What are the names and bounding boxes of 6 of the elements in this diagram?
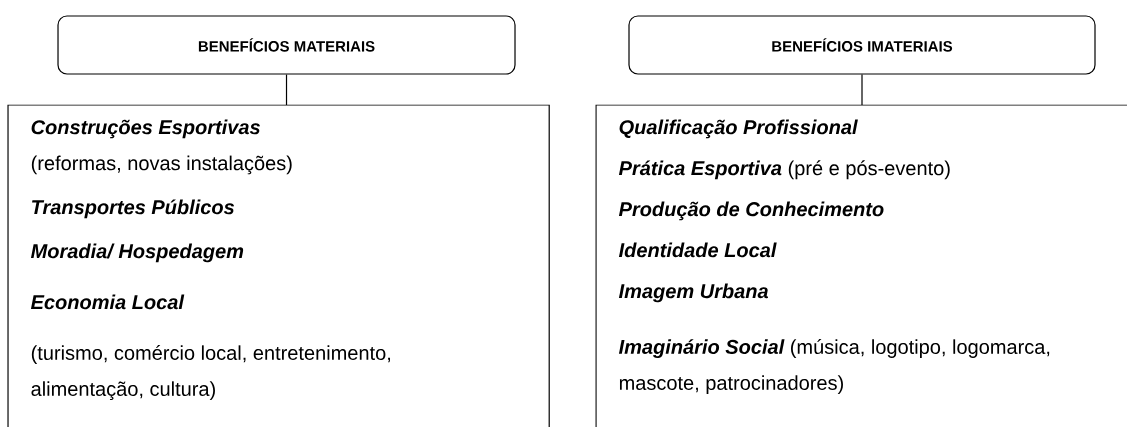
heading-box: BENEFÍCIOS IMATERIAIS (628, 15, 1096, 75)
connector-line (861, 74, 863, 106)
connector-line (285, 74, 288, 106)
heading-box: BENEFÍCIOS MATERIAIS (57, 15, 516, 75)
content-box: Qualificação Profissional Prática Esportiva (pré e pós-evento) Produção de Conhecimento Identidade Local Imagem Urbana Imaginário Social (música, logotipo, logomarca, mascote, patrocinadores) (595, 104, 1127, 427)
content-box: Construções Esportivas (reformas, novas instalações) Transportes Públicos Moradia/ Hospedagem Economia Local (turismo, comércio local, entretenimento, alimentação, cultura) (7, 104, 550, 427)
